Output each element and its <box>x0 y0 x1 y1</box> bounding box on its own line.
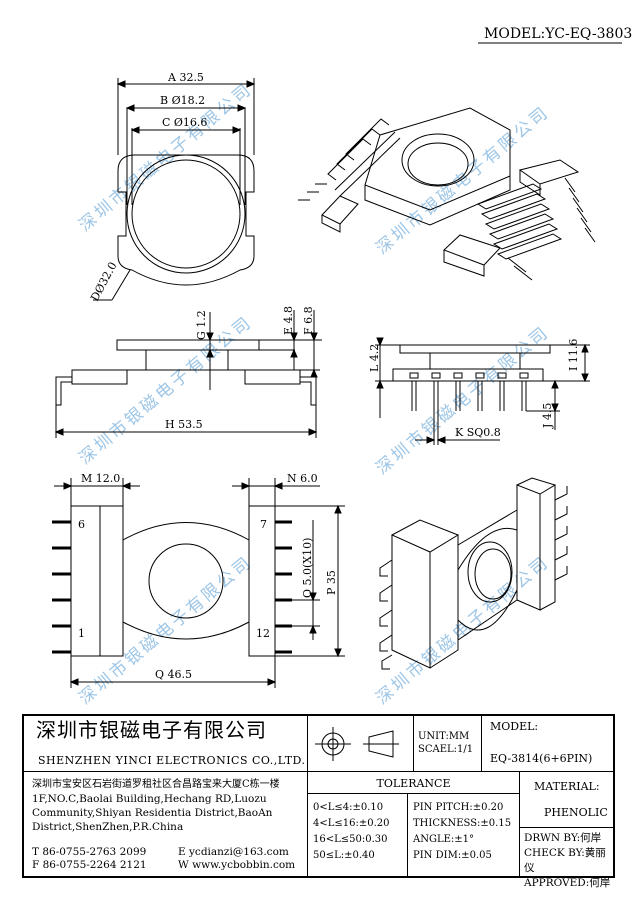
fax: F 86-0755-2264 2121 <box>32 859 147 871</box>
address-line-2: 1F,NO.C,Baolai Building,Hechang RD,Luozu <box>32 793 267 805</box>
dim-c: C Ø16.6 <box>162 116 207 129</box>
dim-i: I 11.6 <box>567 339 580 371</box>
approved-by: APPROVED:何岸 <box>524 877 611 889</box>
side-view-left: H 53.5 E 4.8 F 6.8 G 1.2 <box>54 306 322 438</box>
tolerance-right: PIN PITCH:±0.20 THICKNESS:±0.15 ANGLE:±1… <box>408 794 520 878</box>
model-header: MODEL:YC-EQ-3803 <box>484 26 632 42</box>
dim-d: DØ32.0 <box>88 260 119 303</box>
dim-l: L 4.2 <box>368 344 381 372</box>
phone: T 86-0755-2763 2099 <box>32 846 147 858</box>
pin-6-label: 6 <box>78 518 85 531</box>
isometric-view-bottom <box>379 477 568 670</box>
title-block: 深圳市银磁电子有限公司 SHENZHEN YINCI ELECTRONICS C… <box>22 714 615 889</box>
address-line-3: Community,Shiyan Residentia District,Bao… <box>32 807 273 819</box>
address-line-4: District,ShenZhen,P.R.China <box>32 821 184 833</box>
pin-pitch: PIN PITCH:±0.20 <box>413 802 504 813</box>
unit: UNIT:MM <box>418 731 470 742</box>
dim-p: P 35 <box>325 570 338 595</box>
signoff-cell: DRWN BY:何岸 CHECK BY:黄丽仪 APPROVED:何岸 <box>520 828 613 889</box>
company-cell: 深圳市银磁电子有限公司 SHENZHEN YINCI ELECTRONICS C… <box>24 716 308 772</box>
company-name-cn: 深圳市银磁电子有限公司 <box>36 718 267 742</box>
watermark-2: 深圳市银磁电子有限公司 <box>372 102 553 259</box>
isometric-view-top <box>298 107 596 281</box>
tolerance-3: 16<L≤50:0.30 <box>313 834 388 845</box>
pin-12-label: 12 <box>256 627 270 640</box>
dim-j: J 4.5 <box>541 403 554 429</box>
projection-symbol-icon <box>315 727 399 761</box>
company-name-en: SHENZHEN YINCI ELECTRONICS CO.,LTD. <box>38 754 306 767</box>
dim-f: F 6.8 <box>302 306 315 335</box>
tolerance-4: 50≤L:±0.40 <box>313 850 375 861</box>
dim-o: O 5.0(X10) <box>301 538 314 598</box>
material-value: PHENOLIC <box>544 806 608 819</box>
dim-n: N 6.0 <box>287 472 318 485</box>
material-cell: MATERIAL: PHENOLIC <box>520 772 613 828</box>
dim-m: M 12.0 <box>81 472 120 485</box>
address-cell: 深圳市宝安区石岩街道罗租社区合昌路宝来大厦C栋一楼 1F,NO.C,Baolai… <box>24 772 308 878</box>
website: W www.ycbobbin.com <box>178 859 296 871</box>
dim-h: H 53.5 <box>165 418 203 431</box>
model-cell: MODEL: EQ-3814(6+6PIN) <box>482 716 613 772</box>
pin-dim: PIN DIM:±0.05 <box>413 850 492 861</box>
model-value: EQ-3814(6+6PIN) <box>490 752 593 765</box>
dim-g: G 1.2 <box>195 310 208 340</box>
checked-by: CHECK BY:黄丽仪 <box>524 847 606 874</box>
email: E ycdianzi@163.com <box>178 846 289 858</box>
pin-7-label: 7 <box>260 518 267 531</box>
drawn-by: DRWN BY:何岸 <box>524 832 602 844</box>
tolerance-1: 0<L≤4:±0.10 <box>313 802 384 813</box>
tolerance-title: TOLERANCE <box>376 777 451 790</box>
watermark-3: 深圳市银磁电子有限公司 <box>75 312 256 469</box>
side-view-right: L 4.2 I 11.6 J 4.5 K SQ0.8 <box>368 337 590 445</box>
top-view: A 32.5 B Ø18.2 C Ø16.6 DØ32.0 <box>88 71 256 303</box>
material-label: MATERIAL: <box>534 780 600 793</box>
tolerance-title-cell: TOLERANCE <box>308 772 520 794</box>
dim-e: E 4.8 <box>282 306 295 335</box>
address-line-1: 深圳市宝安区石岩街道罗租社区合昌路宝来大厦C栋一楼 <box>32 779 280 790</box>
unit-cell: UNIT:MM SCAEL:1/1 <box>414 716 482 772</box>
projection-symbol-cell <box>308 716 414 772</box>
tolerance-2: 4<L≤16:±0.20 <box>313 818 390 829</box>
dim-b: B Ø18.2 <box>160 94 205 107</box>
bottom-view: 6 1 7 12 M 12.0 N 6.0 O 5.0(X10) P 35 Q … <box>52 472 345 688</box>
scale: SCAEL:1/1 <box>418 744 474 755</box>
dim-q: Q 46.5 <box>155 668 192 681</box>
angle: ANGLE:±1° <box>413 834 475 845</box>
dim-k: K SQ0.8 <box>455 426 501 439</box>
model-label: MODEL: <box>490 720 539 733</box>
thickness: THICKNESS:±0.15 <box>413 818 512 829</box>
pin-1-label: 1 <box>78 627 85 640</box>
tolerance-left: 0<L≤4:±0.10 4<L≤16:±0.20 16<L≤50:0.30 50… <box>308 794 408 878</box>
watermark-6: 深圳市银磁电子有限公司 <box>372 552 553 709</box>
dim-a: A 32.5 <box>167 71 204 84</box>
